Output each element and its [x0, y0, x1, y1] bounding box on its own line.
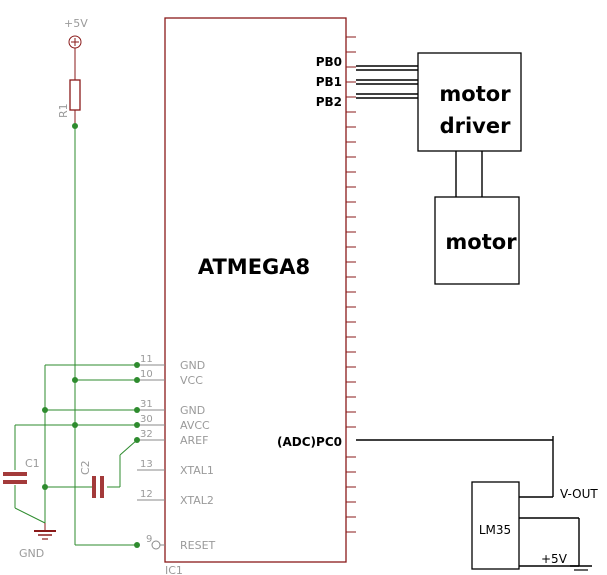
ground-symbol: [34, 523, 56, 540]
motor-driver-line2: driver: [440, 114, 512, 138]
ground-label: GND: [19, 547, 44, 560]
lm35-label: LM35: [479, 523, 511, 537]
capacitor-c1: [3, 472, 27, 484]
lm35-box: [471, 481, 520, 570]
vcc-supply-symbol: [68, 35, 82, 58]
pin-pb2-label: PB2: [316, 95, 342, 109]
motor-driver-box: [417, 52, 522, 152]
pin-name-aref: AREF: [180, 434, 208, 447]
chip-ref: IC1: [165, 564, 183, 575]
power-label: +5V: [64, 17, 88, 30]
adc-wire: [356, 436, 554, 498]
wire-nets: [14, 126, 138, 546]
pin-name-reset: RESET: [180, 539, 216, 552]
resistor-r1: [69, 58, 81, 126]
capacitor-c2: [92, 476, 104, 498]
chip-name: ATMEGA8: [198, 255, 310, 279]
resistor-label: R1: [57, 103, 70, 118]
pin-pb0-label: PB0: [316, 55, 342, 69]
right-pin-stubs: [346, 36, 356, 533]
pin-num-32: 32: [140, 429, 153, 440]
pin-num-30: 30: [140, 414, 153, 425]
pin-num-12: 12: [140, 489, 153, 500]
left-pin-stubs: [137, 364, 165, 550]
pin-name-gnd-2: GND: [180, 404, 205, 417]
pin-name-xtal1: XTAL1: [180, 464, 214, 477]
pb-wires: [356, 65, 418, 99]
atmega8-body: [164, 17, 347, 563]
vout-label: V-OUT: [560, 487, 598, 501]
pin-pc0-label: (ADC)PC0: [277, 435, 342, 449]
capacitor-c1-label: C1: [25, 457, 40, 470]
motor-box: [434, 196, 520, 285]
pin-name-gnd-1: GND: [180, 359, 205, 372]
capacitor-c2-label: C2: [79, 460, 92, 475]
pin-name-vcc: VCC: [180, 374, 203, 387]
pin-num-9: 9: [146, 534, 152, 545]
pin-num-10: 10: [140, 369, 153, 380]
reset-inversion-bubble: [151, 540, 161, 550]
sensor-supply-wire: [519, 517, 592, 571]
pin-name-xtal2: XTAL2: [180, 494, 214, 507]
motor-label: motor: [445, 230, 517, 254]
motor-wires: [455, 151, 483, 197]
pin-name-avcc: AVCC: [180, 419, 210, 432]
pin-num-11: 11: [140, 354, 153, 365]
motor-driver-line1: motor: [439, 82, 511, 106]
pin-pb1-label: PB1: [316, 75, 342, 89]
pin-num-13: 13: [140, 459, 153, 470]
sensor-vcc-label: +5V: [541, 552, 568, 566]
junction-dots: [42, 123, 140, 548]
pin-num-31: 31: [140, 399, 153, 410]
